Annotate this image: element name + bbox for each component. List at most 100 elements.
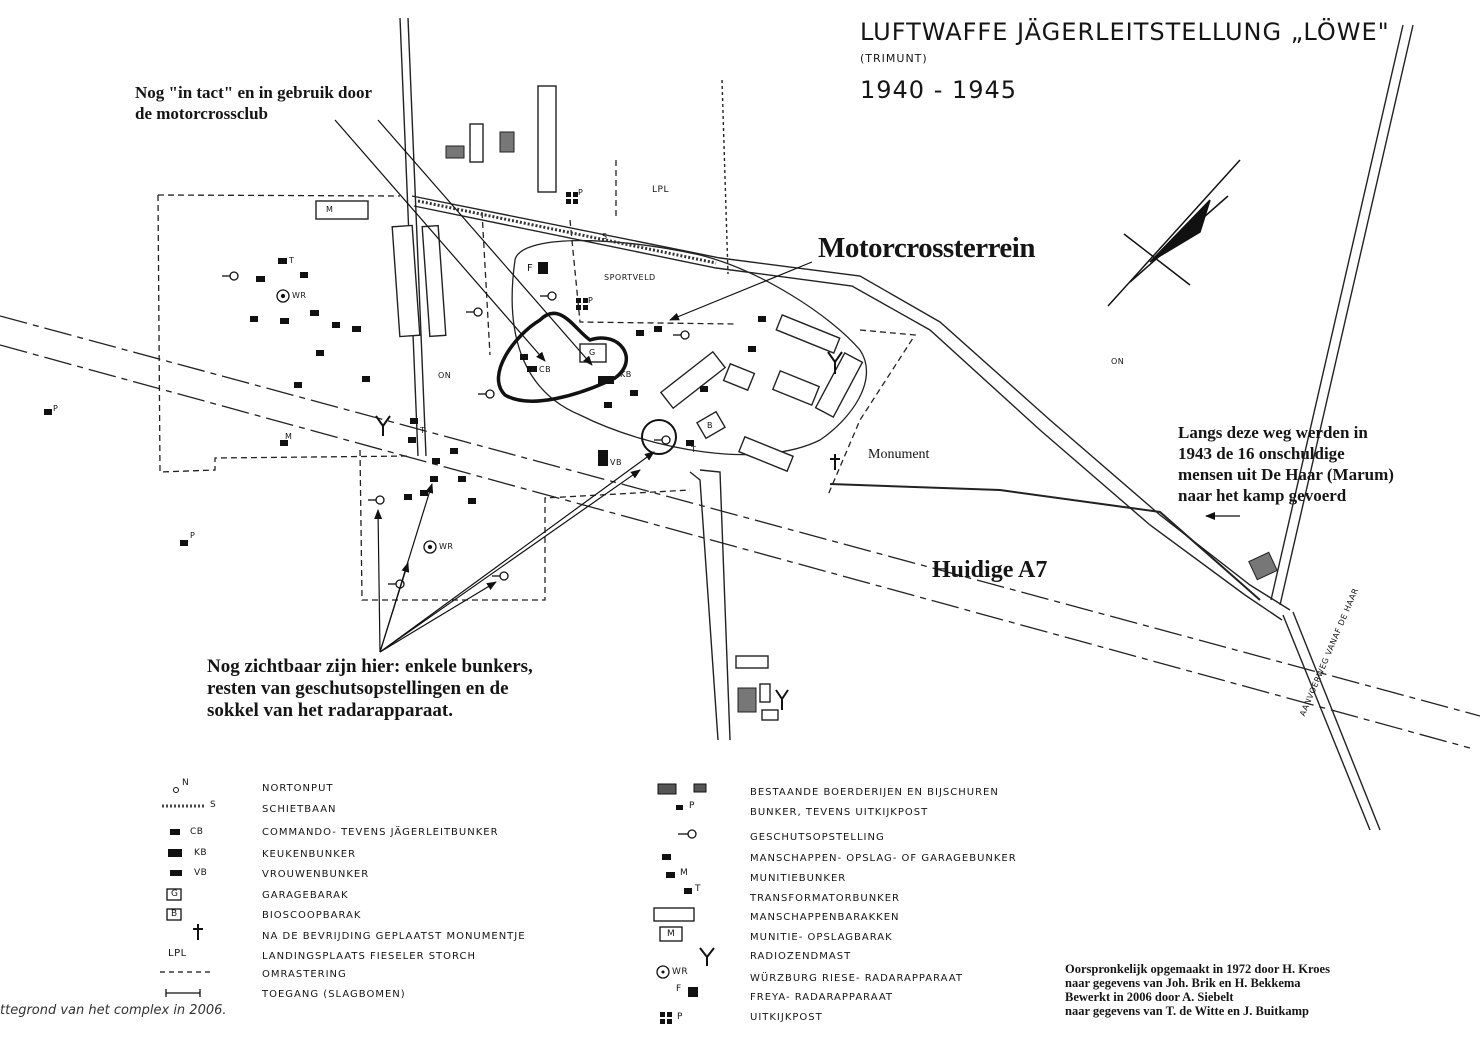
annotation-in-tact: Nog "in tact" en in gebruik door de moto… (135, 82, 372, 124)
legend-left-symbols (160, 787, 210, 997)
legend-label: GESCHUTSOPSTELLING (750, 832, 885, 843)
point-label: WR (439, 542, 454, 551)
legend-label: KEUKENBUNKER (262, 849, 357, 860)
legend-symbol: CB (190, 827, 204, 837)
point-label: ON (438, 371, 452, 380)
legend-symbol: S (210, 800, 217, 810)
point-label: P (578, 188, 584, 197)
legend-symbol: VB (194, 868, 208, 878)
legend-label: NORTONPUT (262, 783, 334, 794)
annotation-line: Nog "in tact" en in gebruik door (135, 83, 373, 102)
point-label: G (589, 348, 596, 357)
legend-label: COMMANDO- TEVENS JÄGERLEITBUNKER (262, 827, 499, 838)
point-label: B (707, 421, 713, 430)
annotation-line: 1943 de 16 onschuldige (1178, 444, 1345, 463)
annotation-arrows (334, 119, 1240, 653)
credits-line: naar gegevens van T. de Witte en J. Buit… (1065, 1004, 1310, 1018)
radio-masts (375, 351, 843, 710)
legend-label: FREYA- RADARAPPARAAT (750, 992, 893, 1003)
gun-positions (222, 271, 690, 589)
fence-boundary (157, 160, 917, 601)
legend-label: BESTAANDE BOERDERIJEN EN BIJSCHUREN (750, 787, 999, 798)
annotation-line: de motorcrossclub (135, 104, 269, 123)
legend-symbol: P (677, 1012, 683, 1022)
point-label: VB (610, 458, 622, 467)
legend-label: WÜRZBURG RIESE- RADARAPPARAAT (750, 973, 963, 984)
legend-label: GARAGEBARAK (262, 890, 349, 901)
legend-symbol: KB (194, 848, 208, 858)
point-label: T (691, 445, 697, 454)
sportveld-label: SPORTVELD (604, 273, 656, 282)
legend-symbol: F (676, 984, 682, 994)
legend-label: MUNITIE- OPSLAGBARAK (750, 932, 893, 943)
point-label: P (190, 531, 196, 540)
legend-label: RADIOZENDMAST (750, 951, 852, 962)
point-label: S (602, 232, 608, 241)
annotation-line: Langs deze weg werden in (1178, 423, 1368, 442)
legend-symbol: G (171, 889, 179, 899)
point-label: T (289, 256, 295, 265)
credits-line: naar gegevens van Joh. Brik en H. Bekkem… (1065, 976, 1301, 990)
access-track (829, 483, 1261, 601)
legend-symbol: WR (672, 967, 689, 977)
legend-label: LANDINGSPLAATS FIESELER STORCH (262, 951, 476, 962)
map-years: 1940 - 1945 (860, 76, 1018, 104)
monument-label: Monument (868, 447, 930, 462)
highway-a7 (0, 315, 1480, 749)
motorcross-label: Motorcrossterrein (818, 232, 1035, 264)
north-arrow-icon (1107, 159, 1241, 307)
credits: Oorspronkelijk opgemaakt in 1972 door H.… (1065, 962, 1330, 1018)
map-title: LUFTWAFFE JÄGERLEITSTELLUNG „LÖWE" (860, 18, 1390, 46)
motorcross-track (511, 239, 868, 456)
lpl-label: LPL (652, 185, 669, 195)
legend-label: MANSCHAPPEN- OPSLAG- OF GARAGEBUNKER (750, 853, 1017, 864)
legend-label: MANSCHAPPENBARAKKEN (750, 912, 900, 923)
legend-symbol: T (695, 884, 701, 894)
annotation-line: mensen uit De Haar (Marum) (1178, 465, 1394, 484)
roads (399, 17, 1414, 831)
highway-label: Huidige A7 (932, 557, 1048, 583)
point-label: P (53, 404, 59, 413)
legend-label: VROUWENBUNKER (262, 869, 370, 880)
point-label: WR (292, 291, 307, 300)
radar-symbols (276, 289, 437, 554)
legend-label: TRANSFORMATORBUNKER (750, 893, 900, 904)
legend-symbol: M (667, 929, 676, 939)
map-subtitle: (TRIMUNT) (860, 52, 928, 65)
point-label: F (527, 263, 534, 274)
legend-label: OMRASTERING (262, 969, 347, 980)
commandobunker-outline (496, 311, 629, 403)
legend-symbol: LPL (168, 948, 187, 959)
legend-symbol: N (182, 778, 190, 788)
bunkers (44, 192, 766, 546)
annotation-road: Langs deze weg werden in 1943 de 16 onsc… (1178, 422, 1394, 506)
point-label: ON (1111, 357, 1125, 366)
legend-symbol: M (680, 868, 689, 878)
point-label: M (285, 432, 293, 441)
credits-line: Bewerkt in 2006 door A. Siebelt (1065, 990, 1234, 1004)
farms (445, 131, 1278, 713)
point-label: P (588, 296, 594, 305)
annotation-line: sokkel van het radarapparaat. (207, 700, 453, 721)
legend-label: TOEGANG (SLAGBOMEN) (262, 989, 406, 1000)
legend-label: NA DE BEVRIJDING GEPLAATST MONUMENTJE (262, 931, 526, 942)
barracks (315, 85, 864, 721)
annotation-visible: Nog zichtbaar zijn hier: enkele bunkers,… (207, 656, 533, 722)
annotation-line: resten van geschutsopstellingen en de (207, 678, 509, 699)
wurzburg-circle (641, 419, 677, 455)
point-label: T (420, 426, 426, 435)
legend-symbol: P (689, 801, 695, 811)
legend-label: SCHIETBAAN (262, 804, 337, 815)
point-label: M (326, 205, 334, 214)
legend-symbol: B (171, 909, 178, 919)
monument-cross-icon (830, 454, 840, 470)
shooting-range (417, 199, 717, 265)
legend-label: BUNKER, TEVENS UITKIJKPOST (750, 807, 929, 818)
legend-label: UITKIJKPOST (750, 1012, 823, 1023)
point-label: KB (620, 370, 632, 379)
legend-label: MUNITIEBUNKER (750, 873, 847, 884)
image-caption: ttegrond van het complex in 2006. (0, 1003, 227, 1018)
credits-line: Oorspronkelijk opgemaakt in 1972 door H.… (1065, 962, 1330, 976)
legend-label: BIOSCOOPBARAK (262, 910, 362, 921)
